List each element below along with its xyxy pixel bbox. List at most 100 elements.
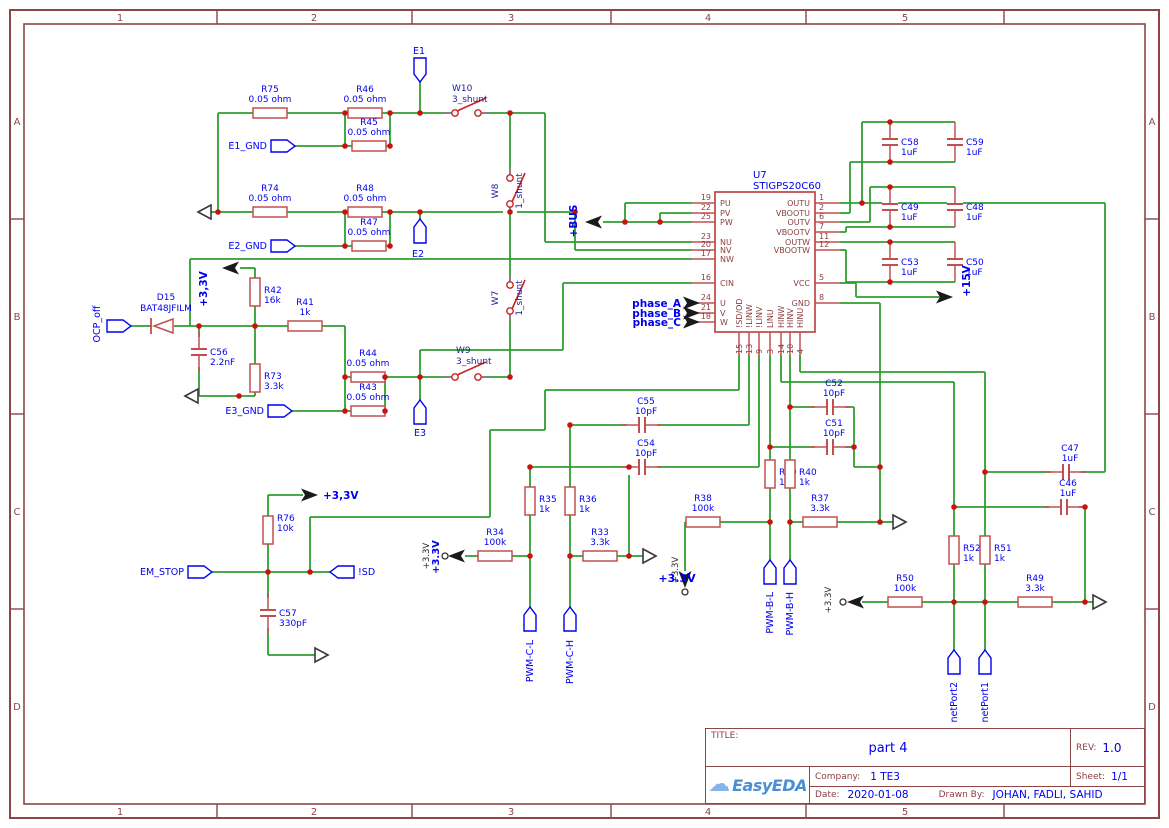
resistor-value: 1k [994, 554, 1006, 564]
resistor-R45 [351, 140, 387, 152]
frame-col-label: 1 [117, 807, 123, 818]
junction-dot [417, 209, 423, 215]
junction-dot [767, 519, 773, 525]
net-flag-label: netPort1 [980, 682, 991, 722]
label-phasea: phase_A [632, 298, 682, 310]
cap-ref: C47 [1061, 444, 1079, 454]
cap-ref: C51 [825, 419, 843, 429]
ground-flag [892, 513, 908, 531]
resistor-value: 0.05 ohm [347, 393, 390, 403]
junction-dot [382, 408, 388, 414]
resistor-R34 [477, 550, 513, 562]
ic-pin-name: VBOOTV [776, 228, 810, 237]
cap-mask [191, 337, 207, 367]
frame-col-label: 3 [508, 13, 514, 24]
cap-ref: C46 [1059, 479, 1077, 489]
jumper-ref: W7 [491, 291, 501, 306]
resistor-R73 [249, 363, 261, 393]
company-cell: Company: 1 TE3 [810, 767, 1070, 786]
resistor-R40 [784, 459, 796, 489]
net-flag-label: E1 [413, 46, 425, 57]
resistor-ref: R33 [591, 528, 609, 538]
cap-mask [1051, 464, 1081, 480]
net-flag-label: EM_STOP [140, 567, 184, 578]
ic-pin-name: NW [720, 255, 734, 264]
net-flag-PWM-C-H [563, 605, 577, 632]
resistor-value: 3.3k [264, 382, 284, 392]
junction-dot [657, 219, 663, 225]
ic-pin-name: !LINV [755, 306, 764, 328]
resistor-ref: R74 [261, 184, 279, 194]
frame-row-label: A [14, 117, 21, 128]
title-cell: TITLE: part 4 [706, 729, 1070, 766]
net-flag-label: PWM-C-H [565, 640, 576, 684]
jumper-blade [456, 97, 487, 112]
junction-dot [527, 553, 533, 559]
ic-pin-number: 23 [701, 232, 711, 241]
net-flag-label: PWM-B-H [785, 592, 796, 636]
junction-dot [1082, 599, 1088, 605]
cap-mask [947, 127, 963, 157]
resistor-R42 [249, 277, 261, 307]
net-flag-label: PWM-B-L [765, 591, 776, 633]
frame-col-label: 2 [311, 807, 317, 818]
p15v-arrow [936, 290, 953, 304]
junction-dot [342, 243, 348, 249]
ic-pin-number: 14 [777, 344, 786, 354]
junction-dot [382, 374, 388, 380]
resistor-R37 [802, 516, 838, 528]
cap-value: 1uF [966, 213, 983, 223]
cap-mask [815, 399, 845, 415]
net-flag-netPort2 [947, 648, 961, 675]
ic-pin-number: 11 [819, 232, 829, 241]
jumper-value: 1_shunt [515, 280, 525, 316]
jumper-blade [456, 361, 487, 376]
resistor-ref: R43 [359, 383, 377, 393]
label-33v: +3.3V [824, 587, 834, 614]
cap-value: 1uF [901, 268, 918, 278]
jumper-ref: W10 [452, 84, 473, 94]
ic-pin-number: 7 [819, 222, 824, 231]
p33v-arrow-r38 [678, 571, 692, 588]
net-flag-EM_STOP [187, 565, 214, 579]
ic-pin-number: 5 [819, 273, 824, 282]
sheet-cell: Sheet: 1/1 [1070, 767, 1144, 786]
junction-dot [567, 553, 573, 559]
ic-pin-number: 15 [735, 344, 744, 354]
ic-pin-number: 4 [796, 349, 805, 354]
net-flag-label: E3 [414, 428, 426, 439]
resistor-ref: R44 [359, 349, 377, 359]
junction-dot [342, 110, 348, 116]
junction-dot [307, 569, 313, 575]
cap-mask [947, 192, 963, 222]
junction-dot [887, 239, 893, 245]
net-flag-E2_GND [270, 239, 297, 253]
junction-dot [982, 469, 988, 475]
label-bus: +BUS [568, 205, 580, 238]
junction-dot [342, 374, 348, 380]
junction-dot [417, 110, 423, 116]
resistor-value: 0.05 ohm [344, 194, 387, 204]
cap-mask [882, 247, 898, 277]
net-flag-!SD [328, 565, 355, 579]
label-33v: +3.3V [671, 557, 681, 584]
ic-pin-number: 18 [701, 312, 711, 321]
jumper-contact [451, 373, 459, 381]
cap-value: 10pF [635, 407, 657, 417]
resistor-R35 [524, 486, 536, 516]
jumper-value: 1_shunt [515, 173, 525, 209]
date-cell: Date: 2020-01-08 Drawn By: JOHAN, FADLI,… [810, 787, 1144, 803]
ic-pin-number: 19 [701, 193, 711, 202]
cap-mask [947, 247, 963, 277]
net-flag-label: E2_GND [228, 241, 267, 252]
jumper-value: 3_shunt [452, 95, 488, 105]
ground-flag [314, 646, 330, 664]
junction-dot [252, 323, 258, 329]
frame-col-label: 4 [705, 807, 711, 818]
title-label: TITLE: [711, 731, 739, 741]
ic-pin-number: 20 [701, 240, 711, 249]
cap-value: 2.2nF [210, 358, 235, 368]
junction-dot [507, 374, 513, 380]
resistor-value: 0.05 ohm [347, 359, 390, 369]
cap-ref: C53 [901, 258, 919, 268]
